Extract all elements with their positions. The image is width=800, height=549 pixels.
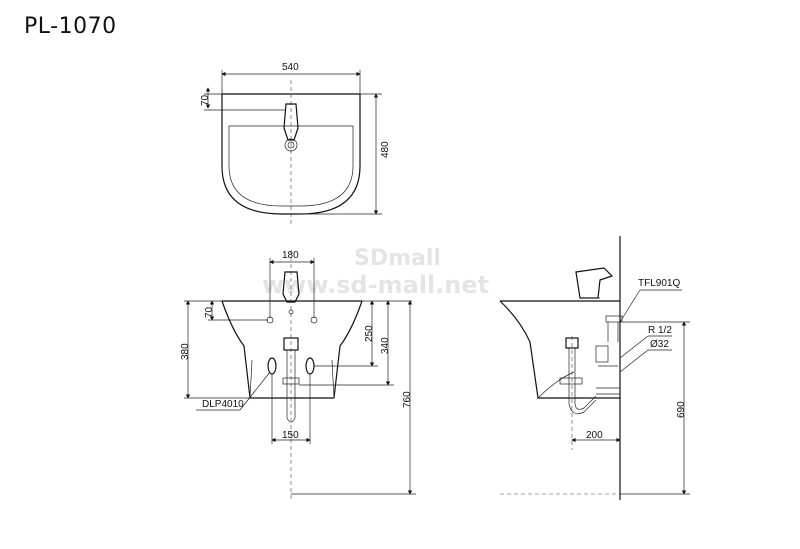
front-view: 180 70 380 250 340 760 xyxy=(180,250,416,500)
dim-trap-340: 340 xyxy=(380,337,391,354)
dim-tap-spacing-180: 180 xyxy=(282,250,299,261)
dim-tap-offset-70: 70 xyxy=(200,94,211,106)
dim-depth-480: 480 xyxy=(380,141,391,158)
dim-trap-spacing-150: 150 xyxy=(282,430,299,441)
callout-drain-dlp4010: DLP4010 xyxy=(202,399,244,410)
dim-drain-250: 250 xyxy=(364,325,375,342)
callout-thread-r12: R 1/2 xyxy=(648,325,672,336)
dim-projection-200: 200 xyxy=(586,430,603,441)
dim-front-offset-70: 70 xyxy=(204,306,215,318)
dim-total-760: 760 xyxy=(402,391,413,408)
side-view: TFL901Q R 1/2 Ø32 200 690 xyxy=(499,236,690,500)
watermark-url: www.sd-mall.net xyxy=(262,271,489,299)
dim-height-380: 380 xyxy=(180,343,191,360)
model-title: PL-1070 xyxy=(24,14,117,39)
dim-height-690: 690 xyxy=(676,401,687,418)
callout-pipe-32: Ø32 xyxy=(650,339,669,350)
top-view: 540 480 70 xyxy=(200,62,391,226)
callout-valve-tfl901q: TFL901Q xyxy=(638,278,680,289)
watermark-brand: SDmall xyxy=(354,246,441,271)
dim-width-540: 540 xyxy=(282,62,299,73)
